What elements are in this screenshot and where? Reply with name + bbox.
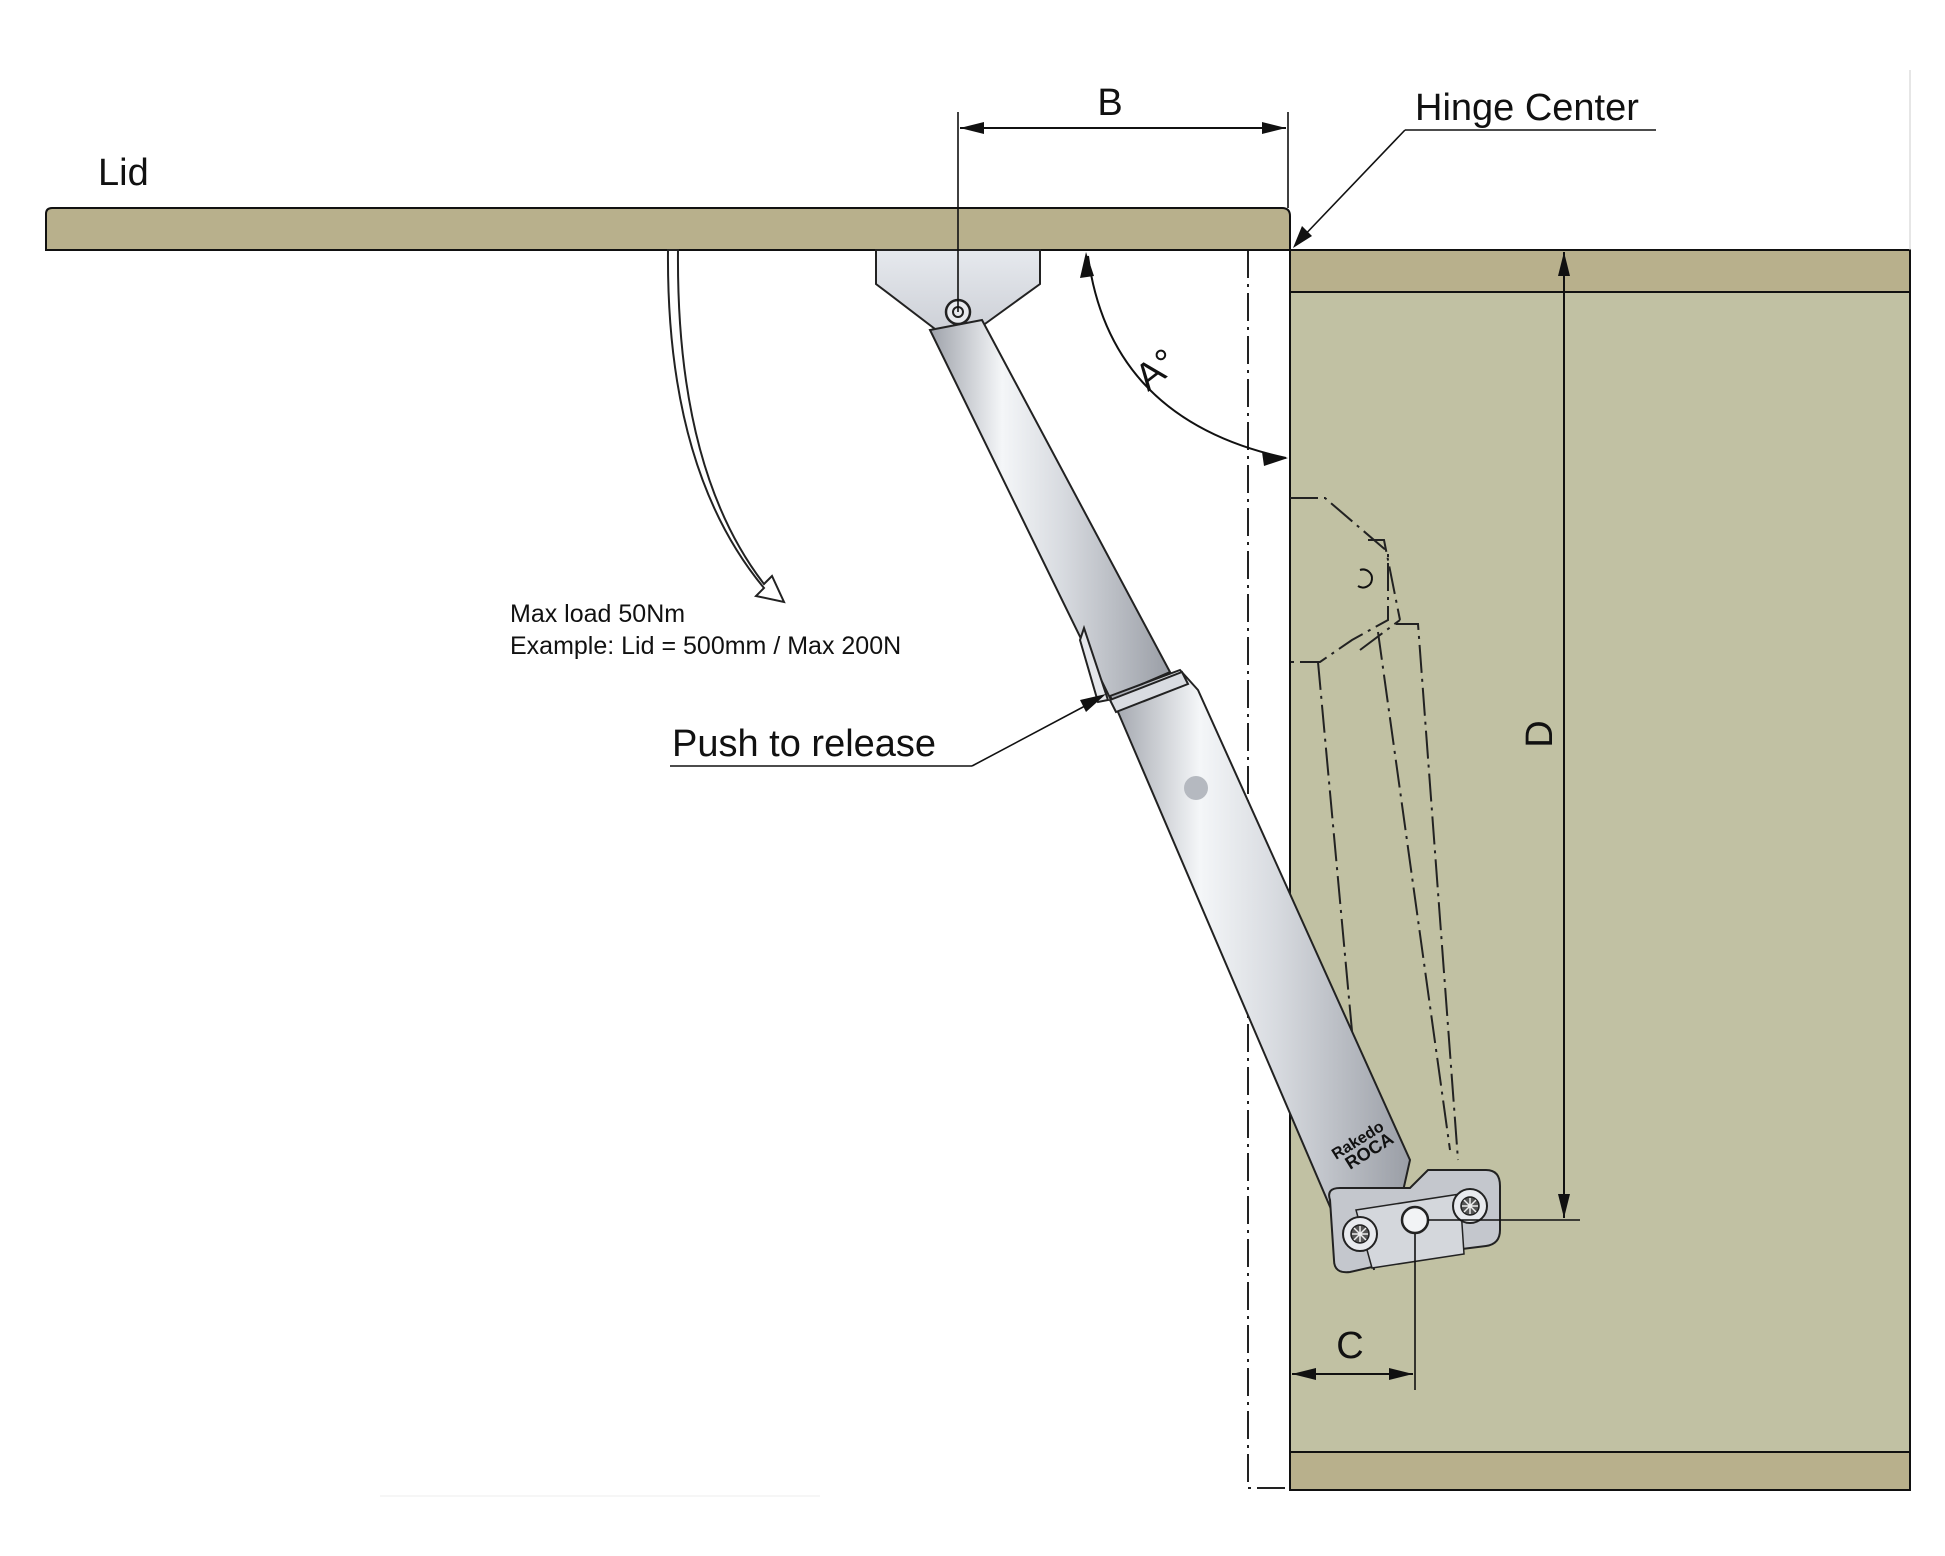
screw-icon <box>1452 1188 1488 1224</box>
push-to-release-label: Push to release <box>672 723 936 765</box>
closed-lid-outline <box>1247 250 1291 1490</box>
dimension-d <box>1428 252 1580 1221</box>
lid <box>45 207 1291 251</box>
max-load-text: Max load 50Nm <box>510 600 685 628</box>
ghost-pivot-icon <box>1357 568 1373 589</box>
dimension-a <box>1080 252 1288 466</box>
push-to-release-leader <box>670 694 1106 767</box>
example-text: Example: Lid = 500mm / Max 200N <box>510 632 901 660</box>
gas-strut: Rakedo ROCA <box>928 318 1412 1252</box>
dimension-d-label: D <box>1519 720 1561 747</box>
lid-label: Lid <box>98 152 149 194</box>
cabinet <box>1289 70 1911 1491</box>
hinge-center-label: Hinge Center <box>1415 87 1639 129</box>
dimension-a-label: A° <box>1128 341 1186 399</box>
curved-arrow-icon <box>666 249 786 604</box>
bottom-bracket <box>1328 1169 1501 1274</box>
dimension-b <box>957 112 1289 312</box>
strut-dot <box>1184 776 1208 800</box>
bottom-pivot-icon <box>1400 1205 1430 1235</box>
cabinet-top-panel <box>1289 249 1911 293</box>
screw-icon <box>1342 1216 1378 1252</box>
hinge-center-leader <box>1293 129 1656 248</box>
cabinet-bottom-panel <box>1289 1451 1911 1491</box>
dimension-c <box>1292 1234 1416 1390</box>
dimension-c-label: C <box>1336 1325 1363 1367</box>
dimension-b-label: B <box>1097 82 1122 124</box>
release-trigger <box>1078 624 1110 704</box>
